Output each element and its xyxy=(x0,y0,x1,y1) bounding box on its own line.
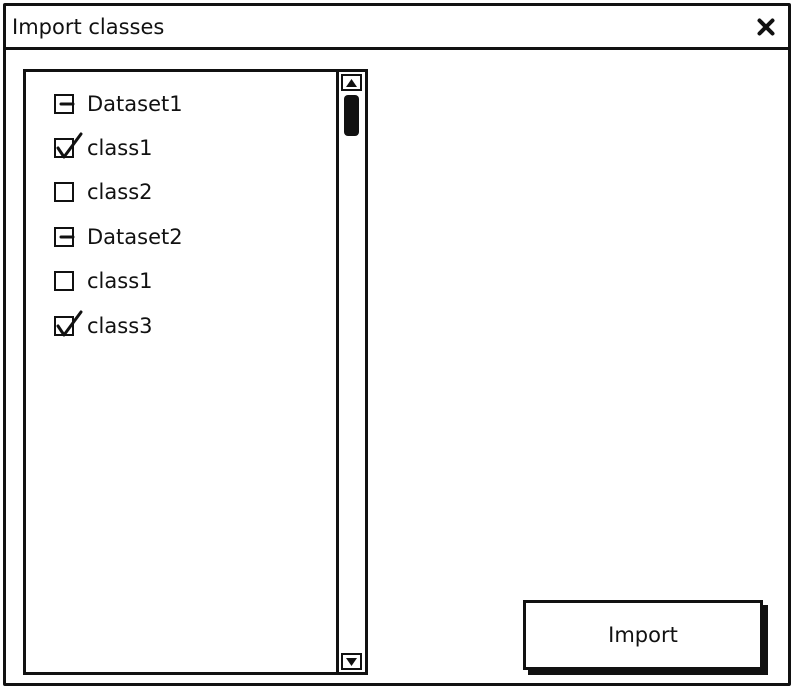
scrollbar-thumb[interactable] xyxy=(344,95,359,136)
tree-item-class2[interactable]: class2 xyxy=(54,177,153,207)
tree-item-label: Dataset1 xyxy=(87,92,183,116)
minus-icon xyxy=(59,235,75,239)
class-tree-list[interactable]: Dataset1 class1 class2 Dataset2 clas xyxy=(23,69,368,675)
tree-item-label: class2 xyxy=(87,180,153,204)
scroll-up-button[interactable] xyxy=(341,74,362,91)
tree-item-dataset2[interactable]: Dataset2 xyxy=(54,222,183,252)
scroll-down-button[interactable] xyxy=(341,653,362,670)
title-bar: Import classes xyxy=(6,6,788,50)
import-classes-dialog: Import classes Dataset1 class1 xyxy=(3,3,791,686)
import-button[interactable]: Import xyxy=(523,600,763,670)
arrow-up-icon xyxy=(346,78,357,87)
tree-items: Dataset1 class1 class2 Dataset2 clas xyxy=(26,72,335,672)
minus-icon xyxy=(59,102,75,106)
checked-checkbox[interactable] xyxy=(54,310,83,337)
close-button[interactable] xyxy=(752,13,780,41)
vertical-scrollbar[interactable] xyxy=(336,72,365,672)
unchecked-checkbox[interactable] xyxy=(54,182,74,202)
arrow-down-icon xyxy=(346,657,357,666)
partial-checkbox[interactable] xyxy=(54,94,75,114)
tree-item-class1[interactable]: class1 xyxy=(54,132,153,163)
partial-checkbox[interactable] xyxy=(54,227,75,247)
tree-item-label: Dataset2 xyxy=(87,225,183,249)
unchecked-checkbox[interactable] xyxy=(54,271,74,291)
checked-checkbox[interactable] xyxy=(54,132,83,159)
close-icon xyxy=(757,18,775,36)
checkmark-icon xyxy=(56,310,83,337)
tree-item-label: class1 xyxy=(87,136,153,160)
tree-item-label: class1 xyxy=(87,269,153,293)
dialog-title: Import classes xyxy=(12,15,165,39)
tree-item-label: class3 xyxy=(87,314,153,338)
checkmark-icon xyxy=(56,132,83,159)
tree-item-dataset1[interactable]: Dataset1 xyxy=(54,89,183,119)
tree-item-class1[interactable]: class1 xyxy=(54,266,153,296)
tree-item-class3[interactable]: class3 xyxy=(54,310,153,341)
